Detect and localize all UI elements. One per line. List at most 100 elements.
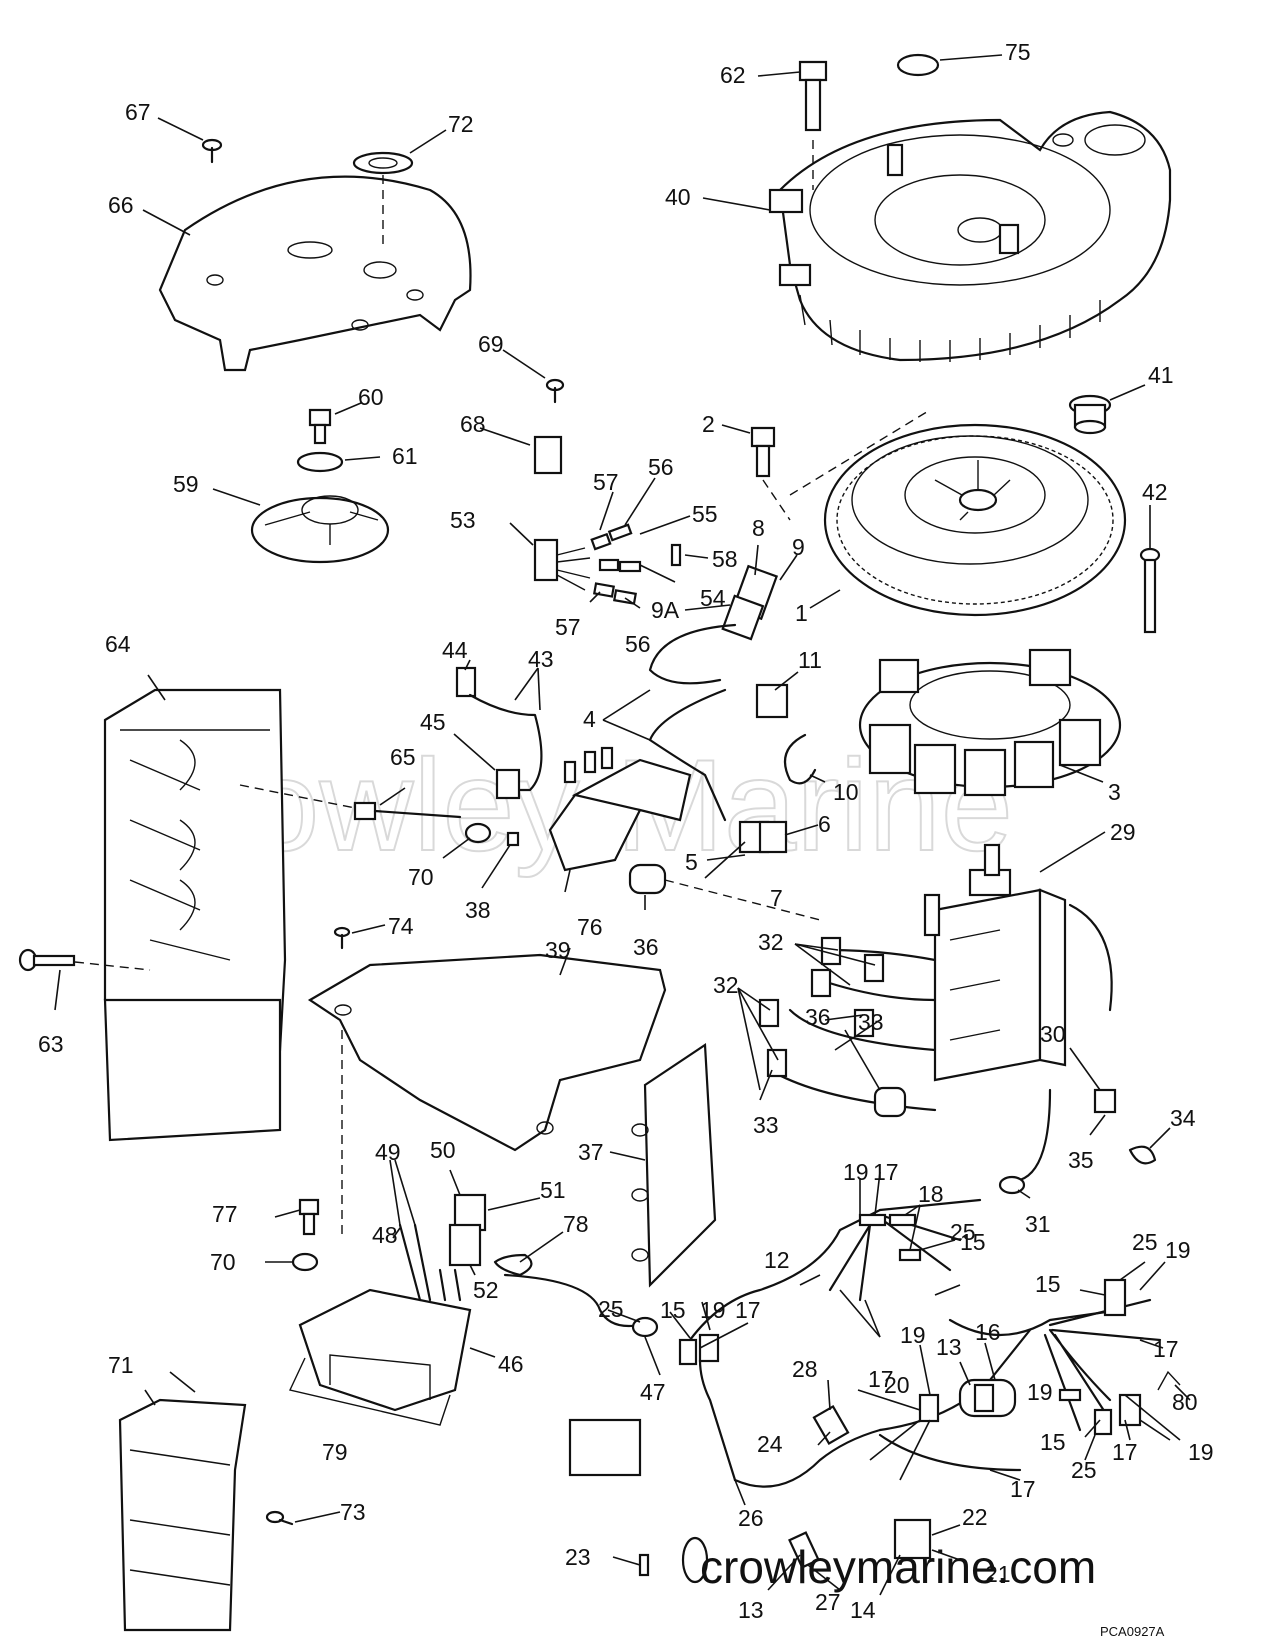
callout-13b: 13	[738, 1597, 764, 1623]
part-78-strap	[493, 1253, 533, 1277]
callout-77: 77	[212, 1201, 238, 1227]
callout-14: 14	[850, 1597, 876, 1623]
callout-19d: 19	[900, 1322, 926, 1348]
callout-13: 13	[936, 1334, 962, 1360]
callout-27: 27	[815, 1589, 841, 1615]
part-66-cover-plate	[158, 175, 472, 372]
callout-16: 16	[975, 1319, 1001, 1345]
part-2-bolt	[750, 426, 776, 478]
callout-44: 44	[442, 637, 468, 663]
callout-38: 38	[465, 897, 491, 923]
callout-8: 8	[752, 515, 765, 541]
callout-70b: 70	[210, 1249, 236, 1275]
callout-17b: 17	[735, 1297, 761, 1323]
part-3-stator	[858, 648, 1122, 797]
callout-36: 36	[633, 934, 659, 960]
callout-48: 48	[372, 1222, 398, 1248]
part-65-stud	[353, 801, 462, 821]
callout-7: 7	[770, 885, 783, 911]
part-68-bracket	[533, 435, 563, 475]
callout-62: 62	[720, 62, 746, 88]
part-34-strap	[1128, 1145, 1157, 1165]
callout-12: 12	[764, 1247, 790, 1273]
part-14-27-sensor	[681, 1531, 820, 1584]
part-79-bracket-line	[288, 1357, 451, 1426]
callout-19: 19	[843, 1159, 869, 1185]
callout-78: 78	[563, 1211, 589, 1237]
callout-4: 4	[583, 706, 596, 732]
part-70-washer	[464, 822, 492, 844]
callout-6: 6	[818, 811, 831, 837]
watermark-url: crowleymarine.com	[700, 1541, 1096, 1593]
callout-41: 41	[1148, 362, 1174, 388]
callout-35: 35	[1068, 1147, 1094, 1173]
leader-lines	[54, 54, 1191, 1596]
part-23-pin	[638, 1553, 650, 1577]
callout-15c: 15	[660, 1297, 686, 1323]
part-77-bolt	[298, 1198, 320, 1236]
part-76-cover	[307, 953, 667, 1152]
part-70-washer-b	[291, 1252, 319, 1272]
callout-25d: 25	[1071, 1457, 1097, 1483]
part-42-bolt	[1139, 547, 1161, 634]
callout-2: 2	[702, 411, 715, 437]
callout-17c: 17	[1153, 1336, 1179, 1362]
callout-26: 26	[738, 1505, 764, 1531]
callout-70: 70	[408, 864, 434, 890]
part-60-bolt	[308, 408, 332, 445]
part-53-connector	[533, 538, 591, 591]
callout-56: 56	[648, 454, 674, 480]
part-40-flywheel-cover	[768, 110, 1172, 362]
callout-19f: 19	[1188, 1439, 1214, 1465]
callout-33: 33	[858, 1009, 884, 1035]
callout-57: 57	[593, 469, 619, 495]
part-39-ignition-coil	[548, 746, 692, 872]
part-10-strap	[783, 733, 817, 785]
part-11-clip	[755, 683, 789, 719]
part-63-screw	[18, 948, 76, 972]
callout-46: 46	[498, 1351, 524, 1377]
callout-18: 18	[918, 1181, 944, 1207]
callout-31: 31	[1025, 1211, 1051, 1237]
callout-11: 11	[798, 647, 822, 673]
part-48-52-leads	[398, 1193, 487, 1302]
part-21-22-connector	[893, 1518, 932, 1560]
callout-51: 51	[540, 1177, 566, 1203]
callout-36b: 36	[805, 1004, 831, 1030]
part-44-45-plug-wire	[455, 666, 543, 800]
callout-15: 15	[960, 1229, 986, 1255]
part-29-power-pack	[923, 843, 1113, 1082]
part-13-16-connector	[568, 1378, 1017, 1477]
part-24-28-sensor	[812, 1405, 850, 1445]
part-73-screw	[265, 1510, 294, 1526]
callout-74: 74	[388, 913, 414, 939]
callout-60: 60	[358, 384, 384, 410]
callout-1: 1	[795, 600, 808, 626]
part-64-shroud	[103, 688, 287, 1142]
callout-34: 34	[1170, 1105, 1196, 1131]
part-41-bushing	[1068, 394, 1112, 435]
callout-52: 52	[473, 1277, 499, 1303]
part-67-screw	[201, 138, 223, 164]
part-46-switch-box	[298, 1288, 472, 1412]
callout-76: 76	[577, 914, 603, 940]
callout-58: 58	[712, 546, 738, 572]
callout-23: 23	[565, 1544, 591, 1570]
part-69-screw	[545, 378, 565, 404]
callout-63: 63	[38, 1031, 64, 1057]
part-80-bracket-line	[1157, 1370, 1181, 1391]
callout-71: 71	[108, 1352, 134, 1378]
callout-25b: 25	[1132, 1229, 1158, 1255]
callout-9a: 9A	[651, 597, 680, 623]
callout-54: 54	[700, 585, 726, 611]
callout-9: 9	[792, 534, 805, 560]
callout-72: 72	[448, 111, 474, 137]
part-8-9-plug	[721, 564, 779, 641]
callout-42: 42	[1142, 479, 1168, 505]
part-37-bracket	[631, 1043, 717, 1288]
part-59-hub	[250, 495, 390, 564]
callout-28: 28	[792, 1356, 818, 1382]
part-32-33-leads	[758, 936, 937, 1112]
callout-66: 66	[108, 192, 134, 218]
